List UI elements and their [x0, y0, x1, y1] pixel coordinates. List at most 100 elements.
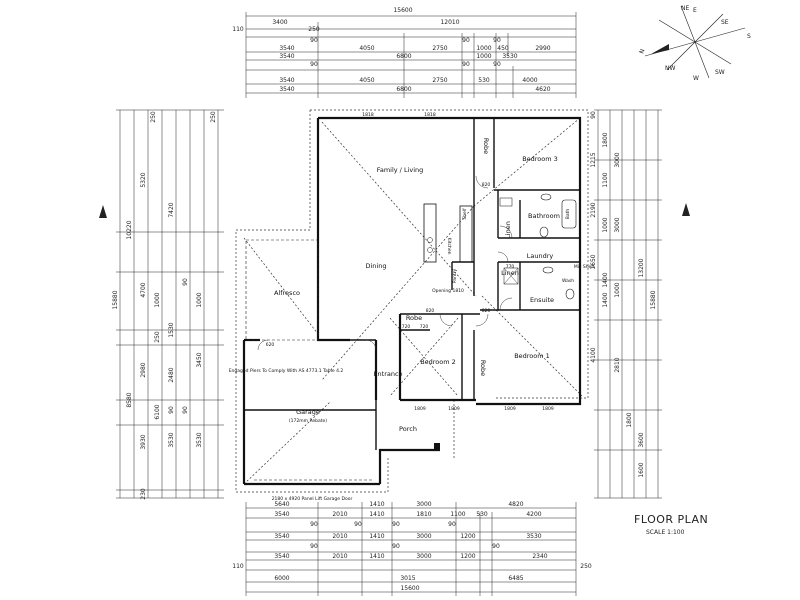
right-dim: 1400	[602, 292, 609, 307]
plan-notes: 2180 x 4920 Panel Lift Garage Door Engag…	[229, 208, 595, 502]
top-dim: 1000	[476, 45, 491, 52]
room-label-bathroom: Bathroom	[528, 212, 560, 220]
bottom-dim: 4200	[526, 511, 541, 518]
left-dim: 7420	[168, 202, 175, 217]
top-dim: 90	[462, 61, 470, 68]
bottom-dim: 1810	[416, 511, 431, 518]
top-dim: 6800	[396, 86, 411, 93]
left-dim: 4700	[140, 282, 147, 297]
plan-title: FLOOR PLAN	[634, 513, 708, 526]
left-dim: 5320	[140, 172, 147, 187]
kitchen-island	[423, 203, 437, 263]
room-label-bedroom1: Bedroom 1	[514, 352, 550, 360]
wash-note: Wash	[562, 278, 574, 284]
room-label-robe: Robe	[479, 360, 487, 376]
toilet-icon	[539, 226, 549, 238]
left-dim: 6100	[154, 404, 161, 419]
bottom-dim: 2010	[332, 511, 347, 518]
bottom-dim: 250	[580, 563, 592, 570]
door-label: 620	[266, 342, 275, 348]
compass-label: NW	[665, 65, 675, 72]
bottom-dim: 3000	[416, 553, 431, 560]
sink-icon	[427, 237, 433, 243]
opening-labels: 1818 1818 1809 1809 1809 1809 620 820 82…	[266, 112, 554, 412]
room-label-linen: Linen	[501, 269, 519, 277]
bottom-dim: 110	[232, 563, 244, 570]
top-dim-total: 15600	[393, 7, 412, 14]
top-dim: 12010	[440, 19, 459, 26]
door-swings	[257, 175, 513, 351]
bottom-dim: 90	[392, 521, 400, 528]
bottom-dim: 3000	[416, 501, 431, 508]
left-dim: 90	[182, 278, 189, 286]
bottom-dim: 3540	[274, 553, 289, 560]
engaged-piers-note: Engaged Piers To Comply With AS 4773.1 T…	[229, 368, 344, 374]
left-dim: 1530	[168, 322, 175, 337]
compass-label: SE	[721, 19, 729, 26]
bottom-dim: 6000	[274, 575, 289, 582]
bottom-dim: 3540	[274, 533, 289, 540]
right-dim: 2190	[590, 202, 597, 217]
compass-rose: N NE E SE S SW W NW	[638, 5, 751, 82]
compass-label: N	[638, 48, 646, 55]
right-dimensions: 90 1800 1215 3000 1100 1000 2190 3000 16…	[590, 109, 690, 499]
shelf-note: Shelf	[462, 208, 468, 220]
top-dim: 250	[308, 26, 320, 33]
room-label-robe: Robe	[482, 138, 490, 154]
room-label-dining: Dining	[366, 262, 387, 270]
porch-column	[434, 443, 440, 449]
room-label-linen: Linen	[504, 221, 512, 239]
left-dim: 2980	[140, 362, 147, 377]
right-dim: 1650	[590, 254, 597, 269]
top-dim: 2750	[432, 45, 447, 52]
compass-label: S	[747, 33, 751, 40]
top-dim: 2990	[535, 45, 550, 52]
left-dim: 3530	[168, 432, 175, 447]
room-label-kitchen: Kitchen	[446, 238, 452, 255]
bathroom-fixtures	[499, 193, 577, 300]
compass-label: W	[693, 75, 699, 82]
north-arrow-icon	[682, 203, 690, 216]
room-label-bedroom3: Bedroom 3	[522, 155, 558, 163]
room-label-ensuite: Ensuite	[530, 296, 554, 304]
top-dimensions: 15600 3400 12010 110 250 90 90 90 3540 4…	[232, 7, 577, 98]
room-label-laundry: Laundry	[527, 252, 554, 260]
bottom-dim: 1410	[369, 553, 384, 560]
bottom-dim: 4820	[508, 501, 523, 508]
room-label-entrance: Entrance	[373, 370, 402, 378]
shower-icon	[499, 197, 513, 207]
bottom-dim: 1410	[369, 533, 384, 540]
door-label: 770	[506, 264, 515, 270]
left-dim: 90	[168, 406, 175, 414]
top-dim: 3530	[502, 53, 517, 60]
right-dim: 15880	[650, 290, 657, 309]
right-dim: 3600	[638, 432, 645, 447]
mic-shelf-note: Mic Shelf	[574, 264, 595, 270]
plan-scale: SCALE 1:100	[646, 529, 685, 536]
bottom-dim: 3015	[400, 575, 415, 582]
top-dim: 3400	[272, 19, 287, 26]
basin-icon	[540, 193, 552, 201]
top-dim: 90	[310, 37, 318, 44]
room-label-alfresco: Alfresco	[274, 289, 300, 297]
bottom-dim: 90	[492, 543, 500, 550]
left-dim: 1000	[154, 292, 161, 307]
right-dim: 1400	[602, 272, 609, 287]
top-dim: 1000	[476, 53, 491, 60]
left-dim: 10220	[126, 220, 133, 239]
right-dim: 1000	[602, 217, 609, 232]
right-dim: 3000	[614, 217, 621, 232]
door-label: 720	[402, 324, 411, 330]
roof-outline	[235, 109, 589, 493]
bottom-dim: 90	[354, 521, 362, 528]
bottom-dim: 3000	[416, 533, 431, 540]
window-label: 1809	[414, 406, 426, 412]
garage-rebate-note: (172mm Rebate)	[289, 418, 327, 424]
left-dim: 250	[154, 331, 161, 343]
right-dim: 1100	[602, 172, 609, 187]
window-label: 1809	[542, 406, 554, 412]
compass-label: NE	[681, 5, 689, 12]
room-labels: Family / Living Dining Alfresco Bedroom …	[274, 138, 560, 433]
top-dim: 90	[462, 37, 470, 44]
door-label: 820	[482, 308, 491, 314]
